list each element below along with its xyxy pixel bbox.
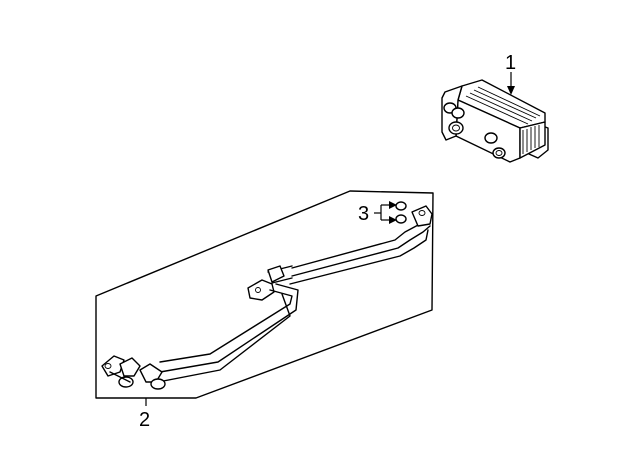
cooler-lines-icon (101, 205, 433, 390)
o-ring-seal-icon (395, 201, 407, 224)
cooler-lines-frame (95, 190, 434, 399)
callout-1: 1 (505, 52, 516, 95)
callout-2-label: 2 (139, 409, 150, 431)
oil-cooler-icon (441, 79, 549, 163)
callout-2: 2 (139, 398, 150, 431)
callout-3-label: 3 (358, 203, 369, 225)
callout-3: 3 (358, 201, 397, 225)
callout-1-label: 1 (505, 52, 516, 74)
